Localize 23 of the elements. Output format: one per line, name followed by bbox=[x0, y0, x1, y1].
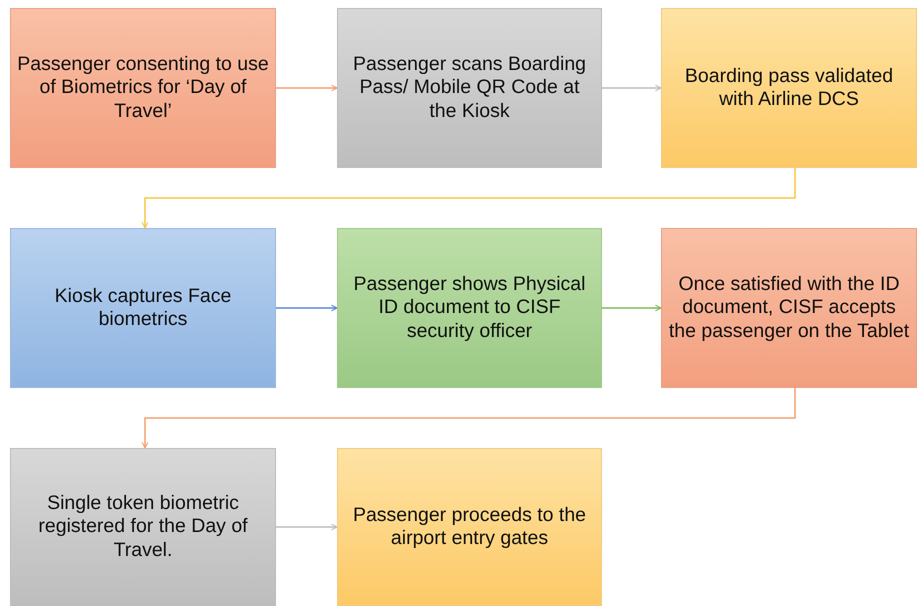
process-box bbox=[337, 228, 602, 388]
arrow bbox=[142, 388, 796, 449]
arrow bbox=[276, 84, 338, 92]
process-box bbox=[10, 8, 276, 168]
step-text: Kiosk captures Face biometrics bbox=[54, 284, 232, 332]
process-box bbox=[10, 228, 276, 388]
step-text: Boarding pass validated with Airline DCS bbox=[684, 64, 894, 112]
step-text: Passenger consenting to use of Biometrics for ‘Day of Travel’ bbox=[17, 52, 269, 124]
arrow bbox=[276, 524, 338, 530]
step-text: Passenger shows Physical ID document to CISF security officer bbox=[352, 272, 586, 344]
step-text: Passenger scans Boarding Pass/ Mobile QR Code at the Kiosk bbox=[352, 52, 588, 124]
step-text: Passenger proceeds to the airport entry gates bbox=[352, 504, 588, 550]
process-box bbox=[661, 8, 917, 168]
step-text: Single token biometric registered for the Day of Travel. bbox=[37, 492, 249, 562]
process-box bbox=[661, 228, 917, 388]
process-box bbox=[337, 8, 602, 168]
arrow bbox=[602, 84, 662, 92]
process-box bbox=[10, 448, 276, 606]
process-box bbox=[337, 448, 602, 606]
arrow bbox=[142, 168, 796, 229]
step-text: Once satisfied with the ID document, CISF accepts the passenger on the Tablet bbox=[668, 272, 910, 344]
arrow bbox=[276, 304, 338, 312]
arrow bbox=[602, 304, 662, 312]
